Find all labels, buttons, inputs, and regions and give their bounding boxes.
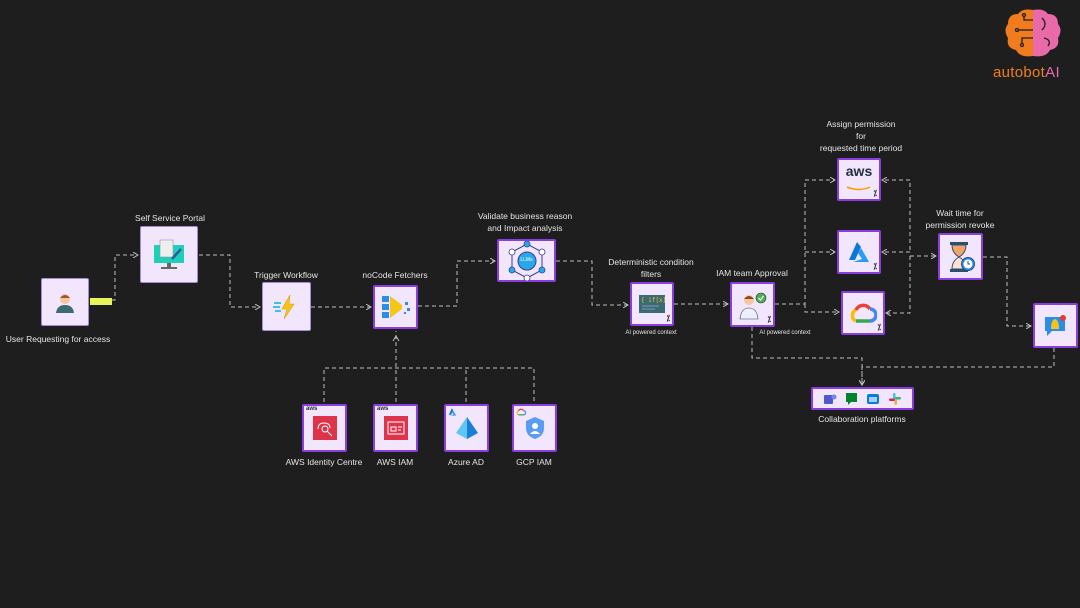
- shield-user-icon: [525, 417, 544, 439]
- filters-caption: AI powered context: [625, 330, 677, 336]
- gcp-node[interactable]: ⁒: [841, 291, 885, 335]
- slack-icon: [889, 392, 902, 405]
- ai-wand-icon: ⁒: [767, 315, 771, 324]
- llm-label-line2: and Impact analysis: [487, 223, 563, 233]
- user-label: User Requesting for access: [5, 334, 111, 344]
- notification-bell-icon: [1044, 314, 1066, 336]
- link-sources-fetchers: [323, 331, 535, 402]
- trigger-node[interactable]: [262, 282, 311, 331]
- identity-key-icon: [312, 416, 337, 440]
- link-wait-gcp: [886, 256, 911, 313]
- wait-label: Wait time for permission revoke: [926, 207, 995, 231]
- azure-logo-icon: [849, 242, 869, 262]
- link-wait-aws: [882, 180, 911, 250]
- aws-logo-text: aws: [845, 162, 873, 179]
- collab-label: Collaboration platforms: [818, 414, 906, 424]
- brand-name-part2: AI: [1045, 64, 1060, 81]
- google-chat-icon: [845, 392, 857, 405]
- ai-wand-icon: ⁒: [873, 262, 877, 271]
- filters-node[interactable]: { if[x]= ⁒: [630, 282, 674, 326]
- llm-label: Validate business reason and Impact analy…: [478, 210, 572, 234]
- filters-label-line1: Deterministic condition: [608, 257, 694, 267]
- link-user-portal: [112, 255, 138, 301]
- lightning-icon: [272, 294, 295, 319]
- filters-label: Deterministic condition filters: [608, 256, 694, 280]
- link-portal-trigger: [199, 254, 260, 307]
- wait-label-line1: Wait time for: [936, 208, 984, 218]
- llm-node[interactable]: LLMs: [497, 239, 556, 282]
- link-approval-gcp: [804, 304, 839, 312]
- trigger-label: Trigger Workflow: [254, 270, 318, 280]
- link-wait-notify: [983, 256, 1031, 326]
- assign-label-line1: Assign permission: [826, 119, 896, 129]
- approver-check-icon: [739, 292, 766, 319]
- brand-logo-text: autobotAI: [993, 64, 1060, 81]
- fetchers-label: noCode Fetchers: [362, 270, 428, 280]
- google-cloud-icon: [850, 303, 877, 323]
- link-approval-aws: [775, 180, 835, 305]
- link-notify-collab: [862, 348, 1055, 385]
- code-filter-icon: { if[x]=: [639, 295, 665, 313]
- approval-label: IAM team Approval: [716, 268, 788, 278]
- link-llm-filters: [556, 260, 628, 305]
- ai-wand-icon: ⁒: [666, 314, 670, 323]
- azure-node[interactable]: ⁒: [837, 230, 881, 274]
- aws-logo-icon: aws: [846, 164, 872, 196]
- ai-wand-icon: ⁒: [873, 189, 877, 198]
- gcp-badge-icon: [516, 408, 526, 416]
- teams-icon: [823, 394, 837, 404]
- wait-node[interactable]: [938, 233, 983, 280]
- azure-ad-pyramid-icon: [455, 417, 478, 439]
- source-label: Azure AD: [448, 457, 484, 467]
- monitor-document-icon: [154, 239, 184, 269]
- source-gcp-iam[interactable]: [512, 404, 557, 452]
- llm-network-icon: LLMs: [507, 240, 547, 281]
- funnel-data-icon: [381, 296, 410, 318]
- collab-node[interactable]: [811, 387, 914, 410]
- hourglass-clock-icon: [949, 241, 975, 272]
- source-aws-iam[interactable]: aws: [373, 404, 418, 452]
- portal-label: Self Service Portal: [135, 213, 205, 223]
- approval-caption: AI powered context: [759, 330, 811, 336]
- llm-label-line1: Validate business reason: [477, 211, 573, 221]
- portal-node[interactable]: [140, 226, 198, 283]
- user-node[interactable]: [41, 278, 89, 326]
- source-aws-identity-centre[interactable]: aws: [302, 404, 347, 452]
- user-avatar-icon: [56, 294, 74, 313]
- source-label: AWS Identity Centre: [285, 457, 363, 467]
- filters-label-line2: filters: [640, 269, 662, 279]
- link-fetchers-llm: [418, 261, 495, 307]
- source-label: AWS IAM: [376, 457, 414, 467]
- iam-lock-icon: [383, 416, 408, 440]
- outlook-icon: [867, 393, 880, 404]
- wait-label-line2: permission revoke: [925, 220, 995, 230]
- aws-badge: aws: [377, 406, 389, 412]
- aws-node[interactable]: aws ⁒: [837, 158, 881, 201]
- brand-name-part1: autobot: [993, 64, 1046, 81]
- assign-label: Assign permission for requested time perio…: [820, 118, 902, 154]
- assign-label-line3: requested time period: [819, 143, 903, 153]
- user-connector-highlight: [90, 298, 112, 305]
- brain-logo-icon: [1005, 9, 1061, 57]
- approval-node[interactable]: ⁒: [730, 282, 775, 327]
- link-approval-collab: [751, 327, 862, 385]
- source-azure-ad[interactable]: [444, 404, 489, 452]
- source-label: GCP IAM: [516, 457, 552, 467]
- svg-text:{ if[x]=: { if[x]=: [641, 297, 665, 304]
- azure-badge-icon: [448, 408, 457, 416]
- ai-wand-icon: ⁒: [877, 323, 881, 332]
- assign-label-line2: for: [856, 131, 866, 141]
- llm-icon-text: LLMs: [520, 256, 533, 263]
- aws-badge: aws: [306, 406, 318, 412]
- notify-node[interactable]: [1033, 303, 1078, 348]
- fetchers-node[interactable]: [373, 285, 418, 329]
